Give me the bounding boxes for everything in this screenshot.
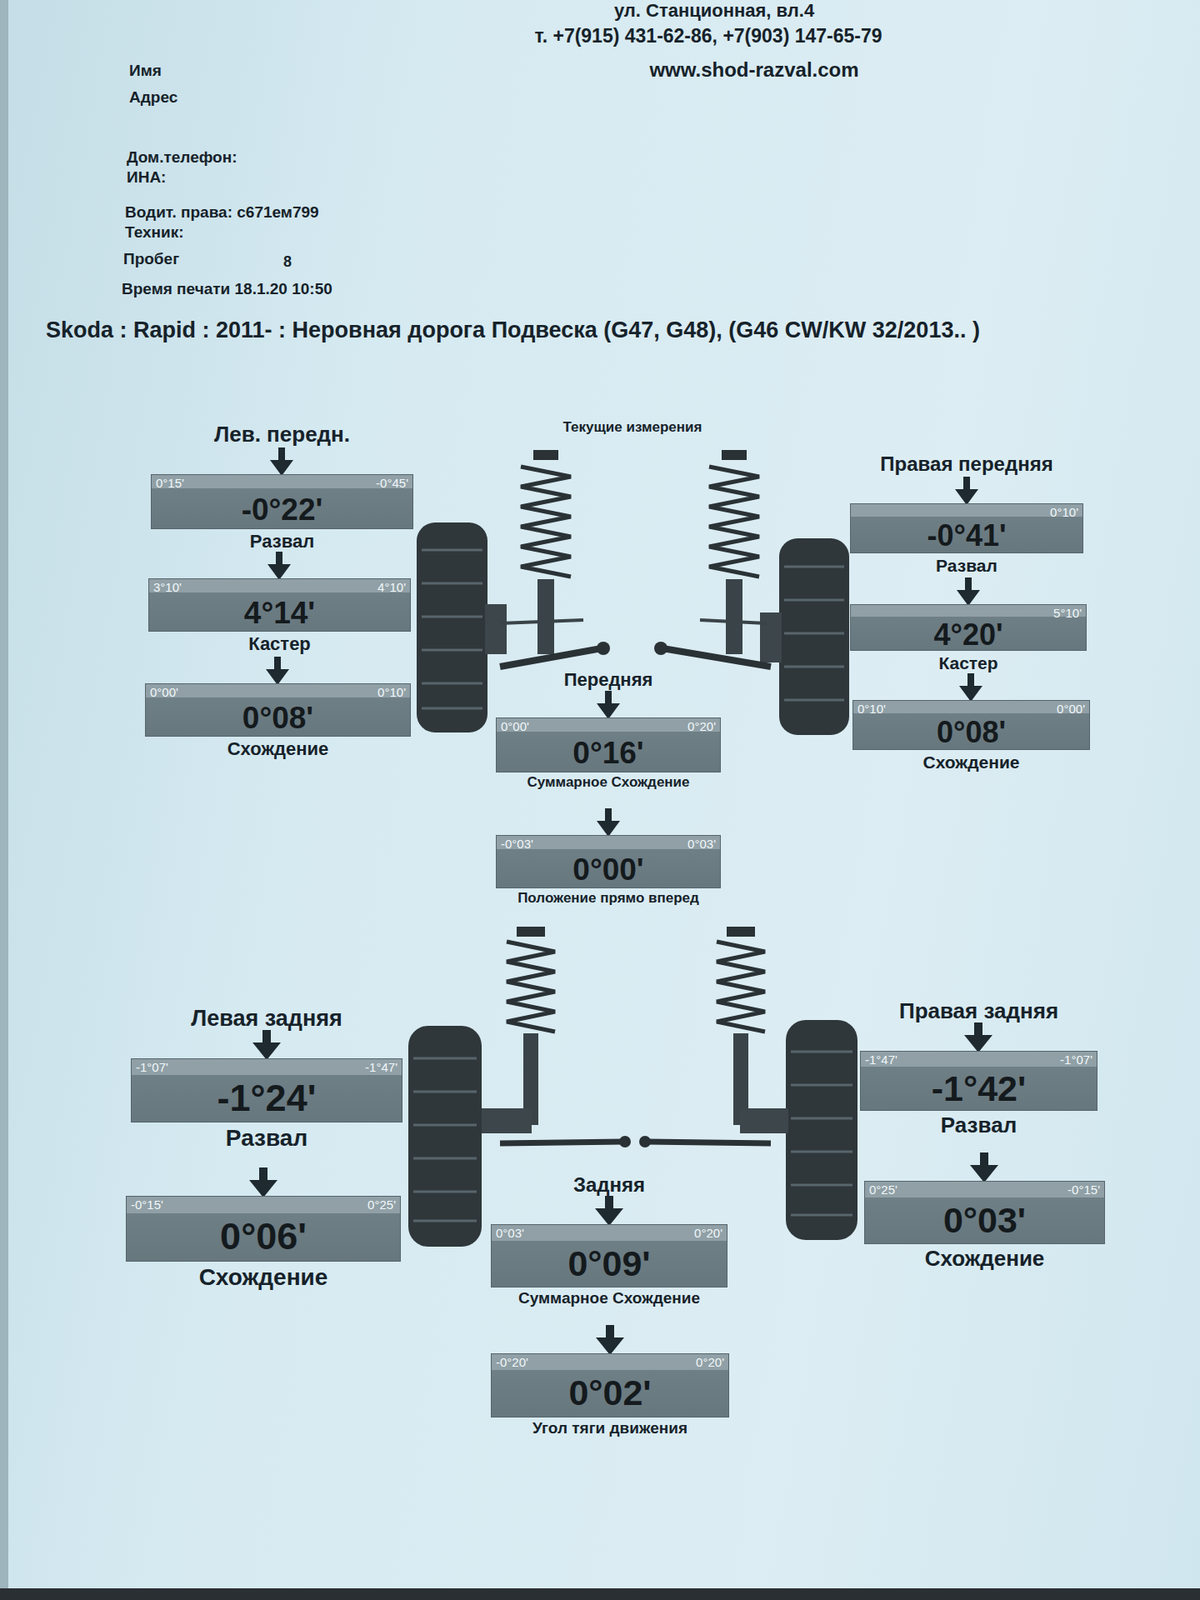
range-max: -1°47' (365, 1060, 398, 1075)
range-max: -0°45' (375, 475, 409, 491)
info-label: Адрес (129, 88, 178, 108)
range-min: -1°07' (135, 1060, 169, 1075)
range-min: -0°03' (500, 836, 534, 852)
range-max: 0°20' (694, 1225, 723, 1241)
measurement-gauge: 0°00'0°08'0°10'Схождение (145, 683, 411, 737)
measured-value: 0°00' (495, 850, 721, 889)
gauge-label: Схождение (227, 738, 330, 760)
info-label: Текущие измерения (563, 419, 703, 436)
range-min: -0°20' (495, 1355, 529, 1370)
measurement-gauge: 0°25'0°03'-0°15'Схождение (864, 1180, 1105, 1245)
info-label: ул. Станционная, вл.4 (614, 0, 815, 22)
measurement-gauge: -0°03'0°00'0°03'Положение прямо вперед (495, 835, 721, 889)
front-left-wheel (416, 522, 507, 733)
info-label: Техник: (125, 223, 185, 243)
wheel-heading: Правая передняя (880, 452, 1053, 477)
measured-value: 0°09' (490, 1239, 728, 1288)
gauge-label: Развал (935, 555, 998, 576)
measurement-gauge: -0°15'0°06'0°25'Схождение (125, 1195, 401, 1262)
measured-value: 0°03' (864, 1195, 1105, 1245)
gauge-label: Развал (250, 530, 315, 553)
measurement-gauge: Правая передняя-0°41'0°10'Развал (850, 503, 1084, 554)
range-max: -1°07' (1060, 1052, 1093, 1068)
measurement-gauge: Лев. передн.0°15'-0°22'-0°45'Развал (150, 474, 414, 530)
range-min: 0°03' (495, 1225, 525, 1241)
measured-value: -1°42' (860, 1065, 1098, 1111)
range-min: 0°00' (150, 685, 179, 700)
range-max: 0°25' (367, 1197, 396, 1213)
range-max: 0°10' (1050, 505, 1079, 520)
gauge-label: Схождение (922, 751, 1020, 773)
range-max: 0°10' (377, 685, 406, 700)
measurement-gauge: Передняя0°00'0°16'0°20'Суммарное Схожден… (495, 717, 721, 773)
info-label: ИНА: (126, 168, 166, 188)
gauge-label: Угол тяги движения (532, 1419, 688, 1439)
wheel-heading: Левая задняя (190, 1005, 343, 1032)
range-max: 0°00' (1056, 701, 1085, 717)
measured-value: -0°22' (150, 489, 414, 530)
measurement-gauge: Левая задняя-1°07'-1°24'-1°47'Развал (130, 1058, 403, 1123)
gauge-label: Схождение (199, 1263, 329, 1292)
range-min: 0°00' (500, 719, 530, 735)
range-max: 0°03' (687, 836, 716, 852)
rear-left-wheel (408, 1025, 482, 1247)
gauge-label: Суммарное Схождение (526, 774, 690, 791)
info-label: www.shod-razval.com (649, 58, 859, 83)
measurement-gauge: 0°10'0°08'0°00'Схождение (852, 700, 1090, 750)
measurement-gauge: Правая задняя-1°47'-1°42'-1°07'Развал (860, 1050, 1098, 1111)
info-label: т. +7(915) 431-62-86, +7(903) 147-65-79 (534, 25, 882, 49)
gauge-label: Развал (225, 1124, 308, 1153)
gauge-label: Кастер (938, 652, 998, 674)
measured-value: -0°41' (850, 518, 1084, 554)
range-min: -1°47' (865, 1052, 898, 1068)
info-label: Имя (129, 61, 162, 81)
measured-value: -1°24' (130, 1073, 403, 1123)
range-max: -0°15' (1067, 1182, 1100, 1198)
wheel-heading: Передняя (564, 669, 654, 691)
range-min: 0°25' (869, 1182, 898, 1198)
range-max: 0°20' (695, 1355, 725, 1370)
measurement-gauge: -0°20'0°02'0°20'Угол тяги движения (490, 1353, 730, 1418)
info-label: 8 (283, 253, 292, 272)
measured-value: 4°14' (148, 593, 411, 632)
range-max: 0°20' (687, 719, 716, 735)
measured-value: 0°08' (145, 698, 411, 737)
measured-value: 0°06' (125, 1210, 401, 1262)
report-title: Skoda : Rapid : 2011- : Неровная дорога … (45, 316, 980, 344)
measurement-gauge: Задняя0°03'0°09'0°20'Суммарное Схождение (490, 1224, 728, 1288)
front-right-wheel (760, 538, 850, 735)
range-min: -0°15' (130, 1197, 164, 1213)
info-label: Дом.телефон: (126, 148, 238, 168)
range-max: 5°10' (1053, 605, 1082, 621)
range-max: 4°10' (377, 580, 406, 595)
measured-value: 0°02' (490, 1368, 730, 1418)
info-label: Пробег (123, 250, 180, 270)
range-min: 3°10' (153, 580, 182, 595)
info-label: Время печати 18.1.20 10:50 (121, 280, 333, 300)
measured-value: 0°16' (495, 732, 721, 773)
rear-right-wheel (785, 1020, 858, 1240)
gauge-label: Положение прямо вперед (517, 890, 700, 907)
gauge-label: Развал (940, 1112, 1017, 1139)
gauge-label: Схождение (925, 1245, 1045, 1272)
measured-value: 0°08' (852, 715, 1090, 750)
wheel-heading: Лев. передн. (214, 421, 350, 448)
info-label: Водит. права: с671ем799 (125, 203, 320, 223)
gauge-label: Кастер (248, 633, 311, 655)
wheel-heading: Задняя (573, 1173, 645, 1198)
measurement-gauge: 4°20'5°10'Кастер (850, 604, 1087, 651)
range-min: 0°10' (857, 701, 886, 717)
measured-value: 4°20' (850, 619, 1087, 651)
gauge-label: Суммарное Схождение (518, 1289, 700, 1309)
range-min: 0°15' (155, 475, 185, 491)
wheel-heading: Правая задняя (899, 998, 1059, 1025)
measurement-gauge: 3°10'4°14'4°10'Кастер (148, 578, 411, 632)
